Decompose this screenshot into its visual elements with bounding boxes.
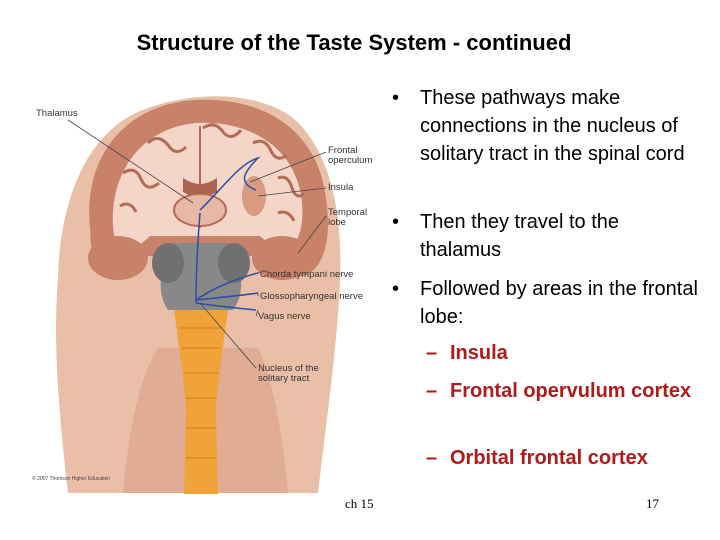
bullet-dot: • bbox=[392, 87, 400, 109]
label-nucleus-of-solitary-tract: Nucleus of the solitary tract bbox=[258, 363, 319, 384]
label-leader-lines bbox=[67, 119, 327, 369]
cerebellum-left bbox=[152, 243, 184, 283]
label-chorda-tympani-nerve: Chorda tympani nerve bbox=[260, 269, 354, 280]
brain-taste-pathway-illustration: Thalamus Frontal operculum Insula Tempor… bbox=[28, 78, 380, 494]
sub-bullet-text: Orbital frontal cortex bbox=[450, 447, 648, 469]
footer-chapter: ch 15 bbox=[345, 496, 374, 511]
bullet-text: These pathways make connections in the n… bbox=[420, 87, 685, 165]
sub-bullet-dash: – bbox=[426, 447, 438, 469]
temporal-lobe-right bbox=[252, 236, 312, 280]
label-temporal-lobe: Temporal lobe bbox=[328, 207, 368, 228]
bullet-dot: • bbox=[392, 211, 400, 233]
label-insula: Insula bbox=[328, 182, 354, 193]
label-frontal-operculum: Frontal operculum bbox=[328, 145, 373, 166]
figure-copyright: © 2007 Thomson Higher Education bbox=[32, 476, 111, 482]
brain-diagram bbox=[56, 96, 341, 494]
spinal-cord bbox=[174, 310, 228, 494]
sub-bullet-text: Frontal opervulum cortex bbox=[450, 380, 692, 402]
label-thalamus: Thalamus bbox=[36, 108, 78, 119]
label-glossopharyngeal-nerve: Glossopharyngeal nerve bbox=[260, 291, 363, 302]
sub-bullet-dash: – bbox=[426, 342, 438, 364]
ventricles bbox=[183, 178, 217, 197]
bullet-text: Followed by areas in the frontal lobe: bbox=[420, 278, 698, 328]
bullet-dot: • bbox=[392, 278, 400, 300]
page-number: 17 bbox=[646, 496, 659, 511]
temporal-lobe-left bbox=[88, 236, 148, 280]
label-vagus-nerve: Vagus nerve bbox=[258, 311, 311, 322]
cerebellum-right bbox=[218, 243, 250, 283]
slide-title: Structure of the Taste System - continue… bbox=[136, 30, 572, 55]
gyri-folds bbox=[119, 123, 305, 222]
spinal-cord-ridges bbox=[180, 327, 222, 459]
sub-bullet-dash: – bbox=[426, 380, 438, 402]
sub-bullet-text: Insula bbox=[450, 342, 508, 364]
bullet-text: Then they travel to the thalamus bbox=[420, 211, 620, 261]
